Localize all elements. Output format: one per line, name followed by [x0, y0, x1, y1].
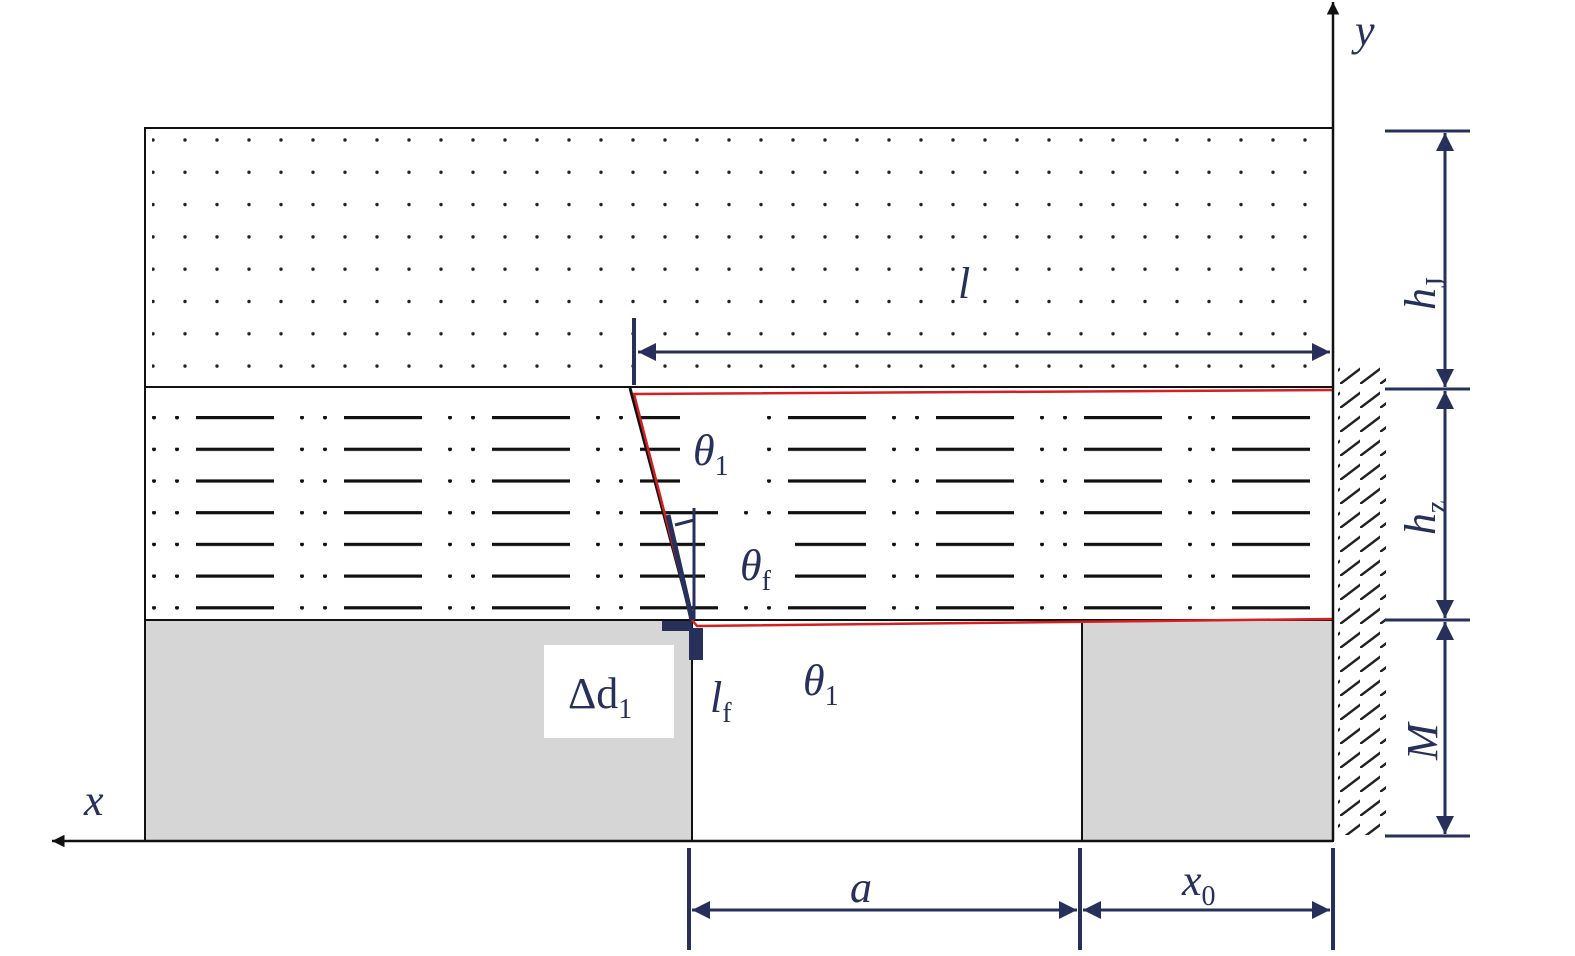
angle-arc-theta-f	[674, 518, 695, 527]
hj-label: hJ	[1396, 277, 1452, 310]
theta1-lower-label: θ1	[803, 656, 839, 712]
m-label: M	[1398, 721, 1447, 761]
theta1-upper-label: θ1	[693, 426, 729, 482]
y-axis-label: y	[1351, 6, 1375, 55]
delta-d1-label: Δd1	[568, 669, 632, 725]
x-axis-label: x	[83, 776, 104, 825]
rotation-segment	[665, 514, 695, 621]
fixed-boundary-hatch	[1338, 365, 1386, 835]
x0-label: x0	[1181, 856, 1216, 912]
height-dimensions	[1385, 129, 1470, 838]
length-label: l	[958, 259, 970, 308]
delta-d1-label-box	[544, 645, 674, 738]
coal-pillar-right	[1081, 619, 1334, 842]
lf-marker	[689, 628, 703, 660]
main-roof-layer	[144, 127, 1334, 388]
lf-label: lf	[710, 673, 732, 729]
hz-label: hz	[1396, 501, 1452, 535]
theta-f-label: θf	[740, 541, 772, 597]
delta-d1-marker	[662, 621, 692, 631]
a-label: a	[850, 863, 872, 912]
width-dimensions	[687, 848, 1335, 950]
goaf-opening	[691, 619, 1083, 842]
